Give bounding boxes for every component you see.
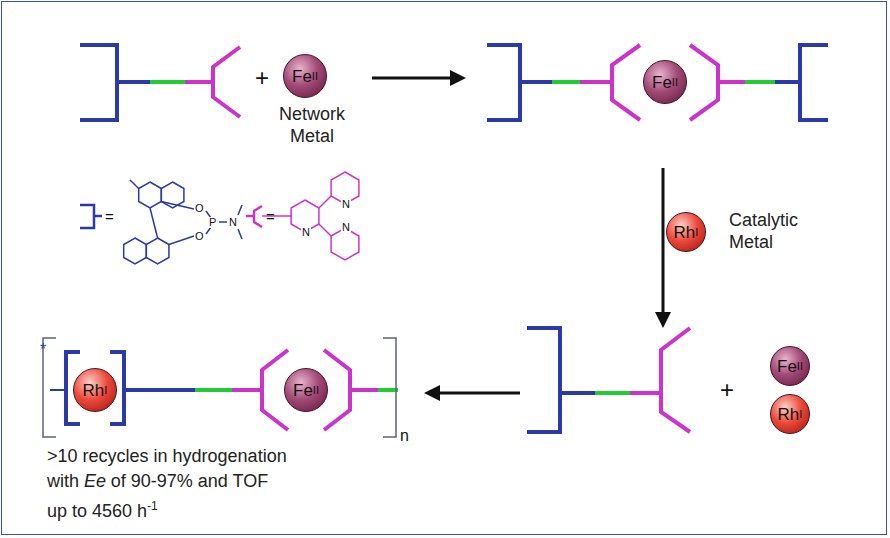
metal-sphere: RhI (73, 368, 117, 412)
element-symbol: Rh (83, 382, 105, 399)
atom-label: N (228, 217, 238, 228)
note-text: Ee (84, 471, 106, 491)
oxidation-state: II (672, 77, 678, 88)
atom-label: O (194, 231, 205, 242)
oxidation-state: II (313, 385, 319, 396)
note-text: -1 (147, 499, 158, 513)
oxidation-state: I (695, 227, 698, 238)
element-symbol: Fe (292, 68, 312, 85)
note-text: up to 4560 h (47, 501, 147, 521)
scheme-symbol: + (255, 66, 269, 90)
note-line: up to 4560 h-1 (47, 494, 292, 524)
element-symbol: Fe (777, 358, 797, 375)
element-symbol: Rh (778, 406, 800, 423)
scheme-symbol: = (105, 209, 114, 224)
atom-label: O (194, 203, 205, 214)
scheme-symbol: * (40, 342, 46, 358)
scheme-symbol: = (266, 209, 275, 224)
element-symbol: Fe (293, 382, 313, 399)
recycling-note: >10 recycles in hydrogenation withEeof 90… (47, 444, 292, 524)
element-symbol: Rh (674, 224, 696, 241)
metal-sphere: FeIINetwork Metal (283, 54, 327, 98)
atom-label: P (208, 217, 217, 228)
metal-sphere: FeII (284, 368, 328, 412)
scheme-symbol: n (400, 428, 409, 444)
atom-label: N (341, 199, 351, 210)
note-text: with (47, 471, 79, 491)
metal-sphere: FeII (643, 60, 687, 104)
metal-sphere: FeII (770, 346, 810, 386)
metal-sphere: RhI (770, 394, 810, 434)
note-text: of 90-97% and TOF (111, 471, 268, 491)
oxidation-state: II (312, 71, 318, 82)
atom-label: N (301, 227, 311, 238)
note-line: withEeof 90-97% and TOF (47, 469, 292, 494)
metal-role-caption: Catalytic Metal (729, 209, 819, 253)
oxidation-state: II (797, 361, 803, 372)
scheme-symbol: + (720, 378, 734, 402)
metal-role-caption: Network Metal (267, 103, 357, 147)
element-symbol: Fe (652, 74, 672, 91)
note-text: >10 recycles in hydrogenation (47, 446, 287, 466)
note-line: >10 recycles in hydrogenation (47, 444, 292, 469)
oxidation-state: I (104, 385, 107, 396)
oxidation-state: I (799, 409, 802, 420)
metal-sphere: RhICatalytic Metal (666, 212, 706, 252)
atom-label: N (341, 222, 351, 233)
